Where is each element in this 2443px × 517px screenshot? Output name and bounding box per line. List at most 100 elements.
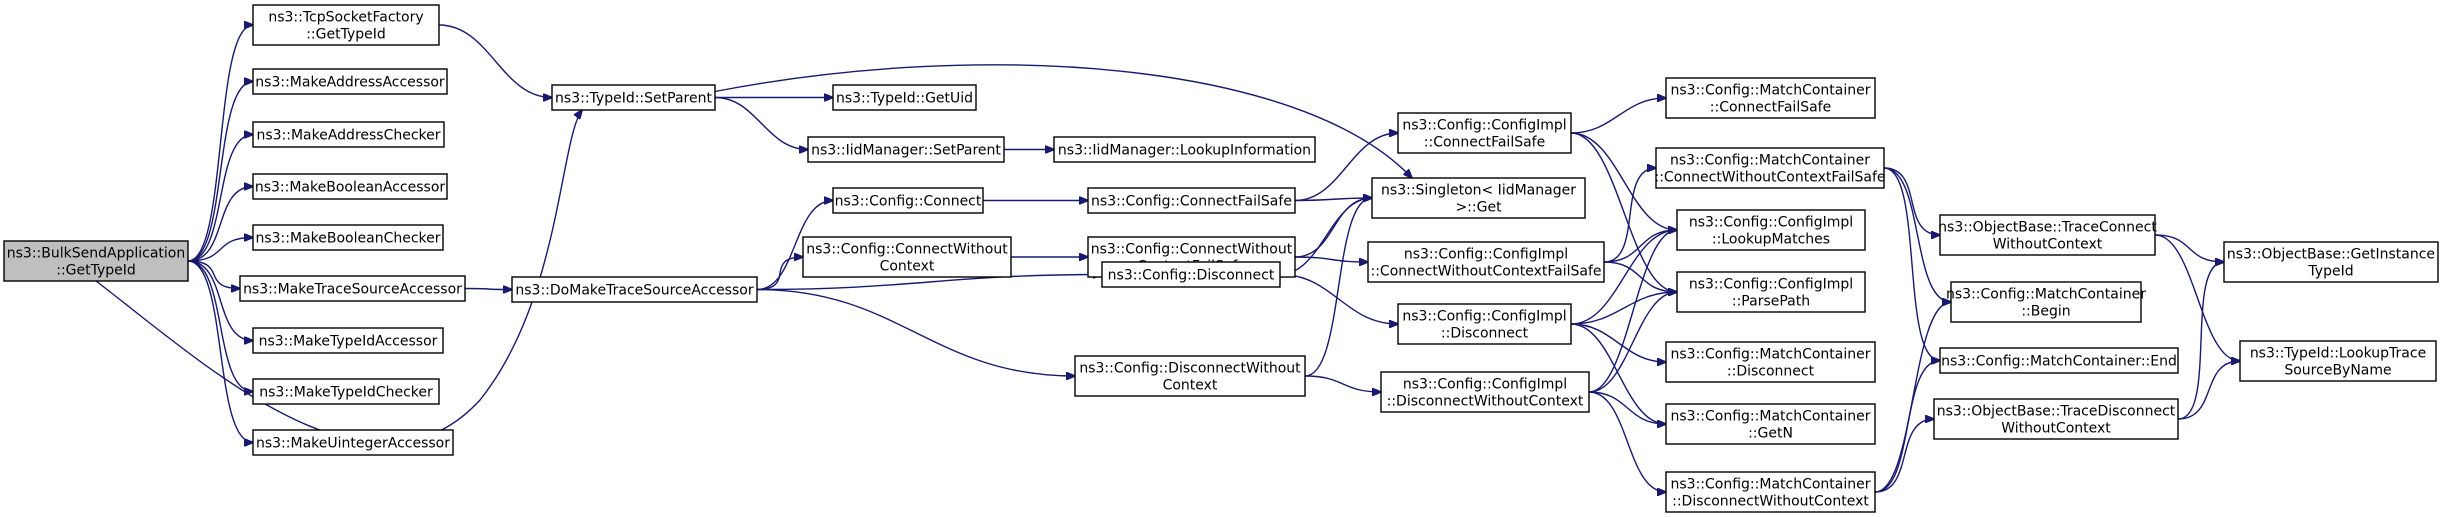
edge-dmtsa-ccwc bbox=[756, 257, 803, 291]
edge-root-tisp bbox=[95, 110, 582, 444]
node-label-cipp-1: ::ParsePath bbox=[1732, 294, 1810, 310]
node-box-mtia bbox=[252, 327, 444, 354]
node-box-cdwc bbox=[1074, 355, 1306, 397]
edge-cidwc-cipp bbox=[1588, 292, 1677, 393]
node-mcgn[interactable]: ns3::Config::MatchContainer::GetN bbox=[1665, 403, 1876, 445]
node-box-maa bbox=[252, 68, 448, 95]
node-cilm[interactable]: ns3::Config::ConfigImpl::LookupMatches bbox=[1676, 209, 1866, 251]
node-label-mcd-0: ns3::Config::MatchContainer bbox=[1671, 347, 1871, 363]
node-label-mcdwc-0: ns3::Config::MatchContainer bbox=[1671, 477, 1871, 493]
node-ccwc[interactable]: ns3::Config::ConnectWithoutContext bbox=[802, 236, 1012, 278]
node-box-dmtsa bbox=[511, 276, 758, 303]
edge-cid-mcd bbox=[1570, 323, 1666, 362]
node-cid[interactable]: ns3::Config::ConfigImpl::Disconnect bbox=[1397, 303, 1572, 345]
node-box-cidwc bbox=[1380, 371, 1590, 413]
node-label-ccwcfs-0: ns3::Config::ConnectWithout bbox=[1091, 242, 1293, 258]
edge-dmtsa-cdwc bbox=[756, 288, 1075, 377]
node-mtia[interactable]: ns3::MakeTypeIdAccessor bbox=[252, 327, 444, 354]
node-cd[interactable]: ns3::Config::Disconnect bbox=[1101, 261, 1281, 288]
node-mcb[interactable]: ns3::Config::MatchContainer::Begin bbox=[1946, 281, 2146, 323]
node-label-mcd-1: ::Disconnect bbox=[1727, 364, 1815, 380]
node-iidli[interactable]: ns3::IidManager::LookupInformation bbox=[1053, 136, 1316, 163]
node-box-mbc bbox=[252, 224, 444, 251]
node-label-iidli-0: ns3::IidManager::LookupInformation bbox=[1058, 143, 1311, 159]
node-box-obtdwc bbox=[1933, 398, 2179, 440]
edge-root-maa bbox=[187, 82, 253, 262]
node-mac[interactable]: ns3::MakeAddressChecker bbox=[252, 121, 445, 148]
node-ccfs[interactable]: ns3::Config::ConnectFailSafe bbox=[1087, 187, 1296, 214]
node-label-mccwcfs-1: ::ConnectWithoutContextFailSafe bbox=[1654, 170, 1885, 186]
node-label-tcpsf-1: ::GetTypeId bbox=[306, 27, 386, 43]
edge-mcdwc-mcb bbox=[1874, 302, 1951, 493]
edge-obtcwc-tilts bbox=[2154, 234, 2240, 361]
node-mbc[interactable]: ns3::MakeBooleanChecker bbox=[252, 224, 444, 251]
node-label-cilm-0: ns3::Config::ConfigImpl bbox=[1689, 215, 1853, 231]
edge-cdwc-sing bbox=[1304, 198, 1372, 377]
node-cicfs[interactable]: ns3::Config::ConfigImpl::ConnectFailSafe bbox=[1397, 112, 1572, 154]
node-maa[interactable]: ns3::MakeAddressAccessor bbox=[252, 68, 448, 95]
node-label-tigu-0: ns3::TypeId::GetUid bbox=[836, 91, 973, 107]
node-label-cid-1: ::Disconnect bbox=[1441, 326, 1529, 342]
edge-mtsa-dmtsa bbox=[464, 289, 512, 290]
node-label-root-0: ns3::BulkSendApplication bbox=[7, 246, 185, 262]
edge-cicfs-mccfs bbox=[1570, 98, 1666, 134]
edge-ccfs-sing bbox=[1294, 198, 1372, 201]
node-sing[interactable]: ns3::Singleton< IidManager>::Get bbox=[1371, 177, 1586, 219]
node-obtcwc[interactable]: ns3::ObjectBase::TraceConnectWithoutCont… bbox=[1938, 214, 2157, 256]
node-mccfs[interactable]: ns3::Config::MatchContainer::ConnectFail… bbox=[1665, 77, 1876, 119]
node-label-cidwc-1: ::DisconnectWithoutContext bbox=[1387, 394, 1584, 410]
node-cc[interactable]: ns3::Config::Connect bbox=[832, 187, 984, 214]
node-box-tcpsf bbox=[252, 4, 440, 46]
node-obtdwc[interactable]: ns3::ObjectBase::TraceDisconnectWithoutC… bbox=[1933, 398, 2179, 440]
node-mce[interactable]: ns3::Config::MatchContainer::End bbox=[1939, 347, 2179, 374]
node-box-cc bbox=[832, 187, 984, 214]
node-label-cd-0: ns3::Config::Disconnect bbox=[1108, 268, 1275, 284]
node-label-tisp-0: ns3::TypeId::SetParent bbox=[555, 91, 712, 107]
node-mtic[interactable]: ns3::MakeTypeIdChecker bbox=[252, 378, 440, 405]
node-root[interactable]: ns3::BulkSendApplication::GetTypeId bbox=[3, 240, 189, 282]
edge-cd-cid bbox=[1279, 273, 1398, 325]
nodes: ns3::BulkSendApplication::GetTypeIdns3::… bbox=[3, 4, 2439, 513]
node-iidsp[interactable]: ns3::IidManager::SetParent bbox=[807, 136, 1005, 163]
edge-cicwcfs-cilm bbox=[1603, 230, 1677, 263]
node-label-obtdwc-1: WithoutContext bbox=[2001, 421, 2111, 437]
node-label-obgit-1: TypeId bbox=[2307, 264, 2353, 280]
node-tcpsf[interactable]: ns3::TcpSocketFactory::GetTypeId bbox=[252, 4, 440, 46]
node-label-mtia-0: ns3::MakeTypeIdAccessor bbox=[259, 334, 438, 350]
node-mccwcfs[interactable]: ns3::Config::MatchContainer::ConnectWith… bbox=[1654, 147, 1886, 189]
node-label-mcdwc-1: ::DisconnectWithoutContext bbox=[1672, 494, 1869, 510]
node-cdwc[interactable]: ns3::Config::DisconnectWithoutContext bbox=[1074, 355, 1306, 397]
edge-tisp-iidsp bbox=[714, 96, 808, 150]
node-mba[interactable]: ns3::MakeBooleanAccessor bbox=[252, 173, 448, 200]
node-mcd[interactable]: ns3::Config::MatchContainer::Disconnect bbox=[1665, 341, 1876, 383]
node-label-sing-0: ns3::Singleton< IidManager bbox=[1381, 183, 1576, 199]
edge-obtdwc-tilts bbox=[2177, 361, 2240, 420]
node-cicwcfs[interactable]: ns3::Config::ConfigImpl::ConnectWithoutC… bbox=[1367, 241, 1605, 283]
node-box-cd bbox=[1101, 261, 1281, 288]
edge-cid-cilm bbox=[1570, 230, 1677, 325]
node-label-cicfs-1: ::ConnectFailSafe bbox=[1424, 135, 1545, 151]
node-mtsa[interactable]: ns3::MakeTraceSourceAccessor bbox=[239, 275, 466, 302]
node-label-obtcwc-1: WithoutContext bbox=[1993, 237, 2103, 253]
node-cidwc[interactable]: ns3::Config::ConfigImpl::DisconnectWitho… bbox=[1380, 371, 1590, 413]
node-label-maa-0: ns3::MakeAddressAccessor bbox=[255, 75, 445, 91]
node-mua[interactable]: ns3::MakeUintegerAccessor bbox=[252, 429, 454, 456]
node-label-tilts-1: SourceByName bbox=[2284, 363, 2391, 379]
node-mcdwc[interactable]: ns3::Config::MatchContainer::DisconnectW… bbox=[1665, 471, 1876, 513]
node-box-ccwc bbox=[802, 236, 1012, 278]
node-cipp[interactable]: ns3::Config::ConfigImpl::ParsePath bbox=[1676, 271, 1866, 313]
edge-cicwcfs-mccwcfs bbox=[1603, 168, 1656, 263]
node-box-mac bbox=[252, 121, 445, 148]
edge-tcpsf-tisp bbox=[438, 24, 552, 98]
node-dmtsa[interactable]: ns3::DoMakeTraceSourceAccessor bbox=[511, 276, 758, 303]
node-label-mccfs-1: ::ConnectFailSafe bbox=[1710, 100, 1831, 116]
edge-cid-mcgn bbox=[1570, 323, 1666, 424]
node-tisp[interactable]: ns3::TypeId::SetParent bbox=[551, 84, 716, 111]
node-box-mcdwc bbox=[1665, 471, 1876, 513]
node-label-mcb-1: ::Begin bbox=[2021, 304, 2070, 320]
node-tigu[interactable]: ns3::TypeId::GetUid bbox=[832, 84, 977, 111]
node-label-cc-0: ns3::Config::Connect bbox=[835, 194, 982, 210]
edges bbox=[95, 24, 2240, 493]
